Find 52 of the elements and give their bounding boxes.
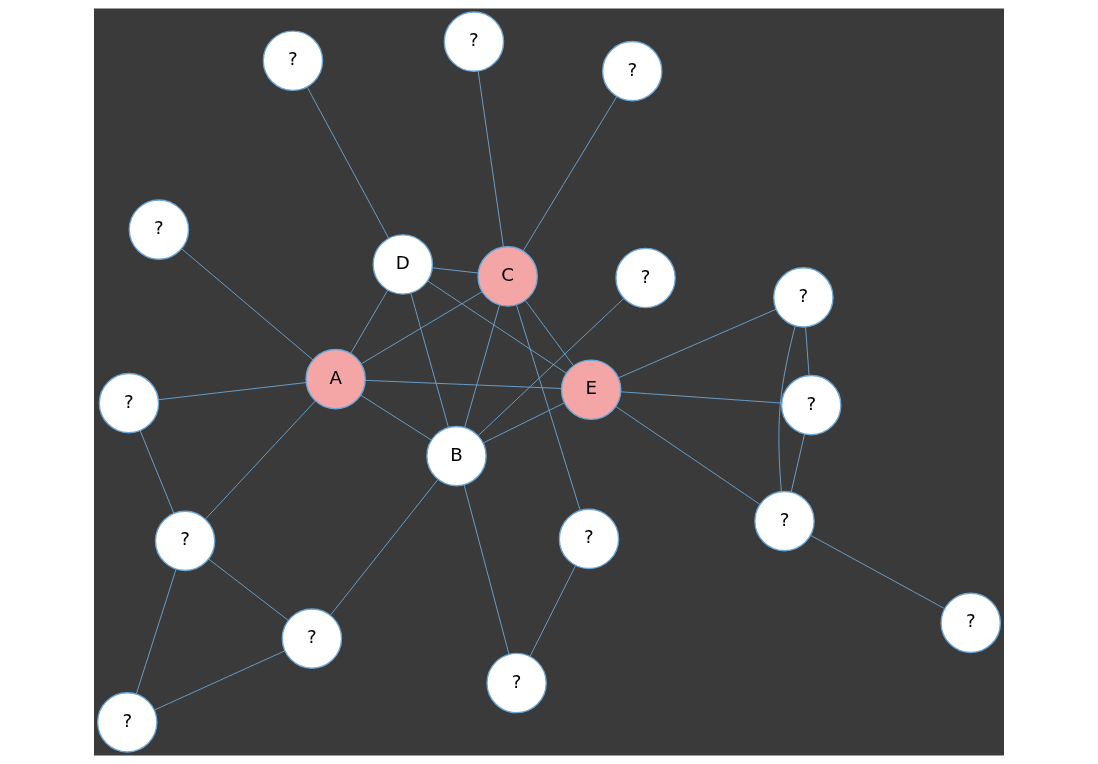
- node-circle: ?: [940, 592, 1002, 654]
- node-circle: ?: [773, 267, 834, 328]
- node-circle: E: [560, 359, 622, 421]
- connector: [208, 558, 289, 621]
- connector: [522, 96, 618, 252]
- connector: [515, 304, 581, 511]
- connector: [204, 400, 316, 520]
- connector: [477, 297, 625, 437]
- node-circle: D: [372, 234, 434, 295]
- node-circle: ?: [281, 608, 343, 669]
- connector: [620, 391, 782, 404]
- node-circle: B: [426, 425, 487, 487]
- connector: [410, 292, 449, 428]
- connector: [365, 379, 562, 389]
- connector: [139, 430, 175, 514]
- node-circle: C: [477, 246, 538, 307]
- connector: [482, 402, 565, 444]
- node-circle: ?: [96, 692, 158, 753]
- connector: [181, 248, 314, 361]
- node-circle: ?: [558, 508, 620, 570]
- connector: [805, 326, 810, 376]
- connector: [463, 484, 510, 655]
- connector: [477, 70, 504, 248]
- connector: [360, 394, 432, 441]
- connector: [360, 291, 483, 365]
- connector: [790, 433, 805, 493]
- connector: [615, 406, 761, 505]
- connector: [778, 325, 796, 492]
- connector: [617, 308, 777, 379]
- connector: [529, 565, 577, 657]
- connector: [135, 568, 177, 695]
- node-circle: ?: [98, 372, 160, 434]
- connector: [350, 289, 389, 354]
- connector: [329, 479, 439, 616]
- node-circle: A: [305, 348, 366, 410]
- connector: [306, 86, 390, 239]
- connector: [810, 534, 945, 609]
- connector: [464, 304, 500, 428]
- node-circle: ?: [154, 510, 216, 572]
- connector: [427, 280, 567, 374]
- node-circle: ?: [780, 374, 842, 436]
- node-circle: ?: [262, 30, 324, 92]
- connector: [524, 299, 574, 367]
- node-circle: ?: [486, 652, 547, 714]
- node-circle: ?: [601, 40, 663, 102]
- connector: [431, 267, 479, 274]
- node-circle: ?: [615, 247, 676, 309]
- connector: [154, 650, 286, 711]
- node-circle: ?: [754, 490, 815, 552]
- connector: [158, 382, 307, 401]
- node-circle: ?: [443, 11, 505, 72]
- node-circle: ?: [128, 199, 190, 260]
